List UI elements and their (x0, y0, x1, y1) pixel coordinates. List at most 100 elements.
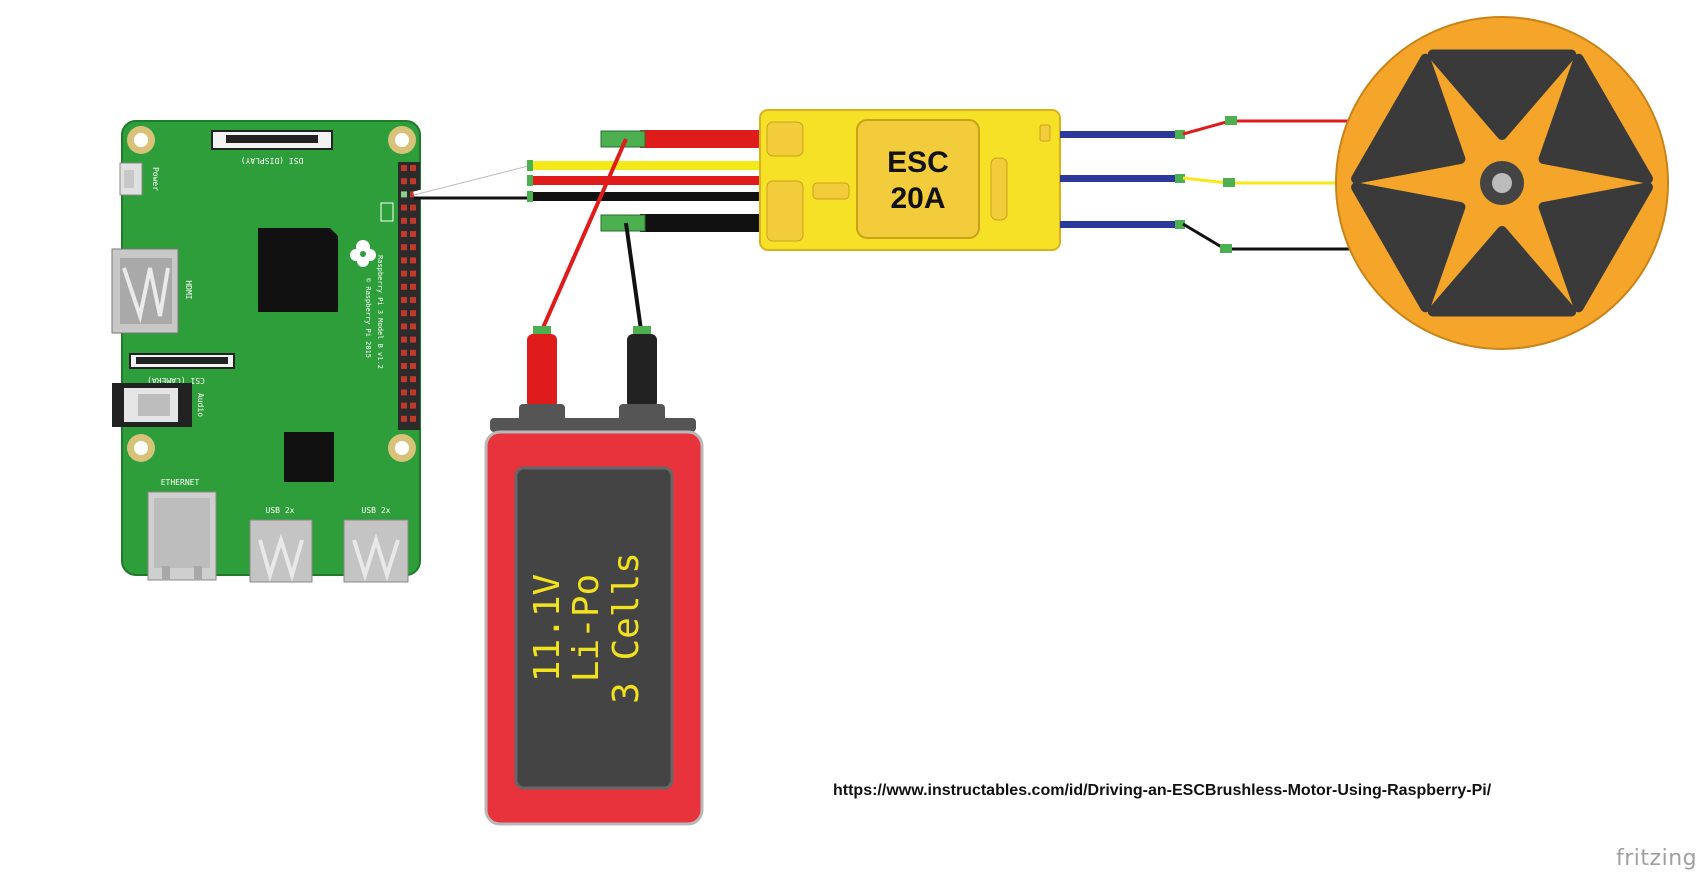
gpio-pin (401, 402, 407, 409)
esc-rating: 20A (890, 182, 945, 215)
gpio-pin (401, 415, 407, 422)
motor-wire-red (1182, 119, 1355, 136)
battery-cells: 3 Cells (606, 552, 647, 704)
gpio-header (398, 162, 420, 430)
ethernet-label: ETHERNET (161, 478, 200, 487)
gpio-pin (410, 191, 416, 198)
power-wires (540, 130, 764, 331)
gpio-pin (401, 310, 407, 317)
motor-blades (1351, 49, 1653, 317)
audio-label: Audio (196, 393, 205, 417)
ethernet-port (147, 491, 217, 581)
phase-lead-1 (1060, 131, 1180, 138)
gpio-pin (410, 217, 416, 224)
lipo-battery: 11.1V Li-Po 3 Cells (484, 326, 704, 826)
power-label: Power (151, 167, 160, 191)
motor-blade (1538, 53, 1653, 184)
gpio-pin (401, 231, 407, 237)
gpio-pin (410, 283, 416, 290)
copyright-label: © Raspberry Pi 2015 (364, 278, 372, 358)
motor-wire-yellow (1182, 176, 1355, 185)
gpio-label-box (380, 202, 394, 222)
gpio-pin (401, 336, 407, 343)
gpio-pin (410, 349, 416, 356)
hdmi-port (111, 248, 179, 334)
esc-label-panel (856, 119, 980, 239)
gpio-pin (410, 204, 416, 211)
gpio-pin (410, 336, 416, 343)
gpio-pin (401, 363, 407, 369)
battery-wire-red (540, 138, 628, 331)
brushless-motor (1335, 16, 1669, 350)
model-label: Raspberry Pi 3 Model B v1.2 (376, 255, 384, 369)
gpio-pin (410, 244, 416, 251)
battery-label-area (514, 466, 674, 790)
soc-chip (258, 228, 338, 312)
motor-blade (1427, 226, 1577, 317)
gpio-pin (401, 244, 407, 251)
gpio-pin (410, 323, 416, 330)
motor-blade (1427, 49, 1577, 140)
usb-controller-chip (284, 432, 334, 482)
source-url: https://www.instructables.com/id/Driving… (833, 782, 1492, 799)
battery-wire-black (624, 222, 643, 331)
motor-blade (1538, 182, 1653, 313)
usb-left-label: USB 2x (266, 506, 295, 515)
esc-module: ESC 20A (759, 109, 1061, 251)
usb-port-right (343, 519, 409, 583)
gpio-pin (410, 310, 416, 317)
dsi-label: DSI (DISPLAY) (241, 156, 304, 165)
gpio-pin (401, 191, 407, 198)
csi-label: CSI (CAMERA) (147, 376, 205, 385)
esc-lead-red (530, 176, 762, 185)
motor-wire-black (1182, 222, 1355, 251)
hdmi-label: HDMI (184, 280, 193, 299)
gpio-pin (401, 283, 407, 290)
phase-lead-2 (1060, 175, 1180, 182)
gpio-pin (410, 257, 416, 264)
signal-wires (413, 159, 762, 202)
motor-blade (1351, 53, 1466, 184)
gpio-pin (410, 165, 416, 171)
usb-right-label: USB 2x (362, 506, 391, 515)
gpio-pin (401, 270, 407, 277)
esc-name: ESC (887, 146, 949, 179)
gpio-pin (410, 415, 416, 422)
esc-power-lead-black (640, 214, 764, 232)
gpio-pin (410, 402, 416, 409)
gpio-pin (401, 178, 407, 185)
gpio-pin (410, 270, 416, 277)
gpio-pin (410, 363, 416, 369)
gpio-pin (401, 297, 407, 303)
gpio-pin (401, 257, 407, 264)
esc-lead-black (530, 192, 762, 201)
fritzing-logo: fritzing (1616, 846, 1698, 871)
gpio-pin (410, 297, 416, 303)
gpio-pin (401, 376, 407, 383)
gpio-pin (410, 231, 416, 237)
phase-lead-3 (1060, 221, 1180, 228)
battery-plug-red (527, 334, 557, 408)
gpio-pin (401, 323, 407, 330)
esc-lead-yellow (530, 161, 762, 170)
power-connector-black (600, 214, 646, 232)
esc-power-lead-red (640, 130, 764, 148)
gpio-pin (410, 389, 416, 396)
battery-voltage: 11.1V (527, 574, 568, 682)
motor-wires (1060, 116, 1355, 253)
battery-plug-black (627, 334, 657, 408)
motor-blade (1351, 182, 1466, 313)
usb-port-left (249, 519, 313, 583)
raspberry-pi-board: DSI (DISPLAY) Power Raspberry Pi 3 Model… (111, 120, 421, 583)
raspberry-logo (350, 240, 376, 267)
gpio-pin (401, 165, 407, 171)
audio-jack (112, 383, 192, 427)
gpio-pin (410, 178, 416, 185)
gpio-pin (410, 376, 416, 383)
gpio-pin (401, 204, 407, 211)
gpio-pin (401, 389, 407, 396)
gpio-pin (401, 349, 407, 356)
gpio-pin (401, 217, 407, 224)
battery-chemistry: Li-Po (566, 574, 607, 682)
